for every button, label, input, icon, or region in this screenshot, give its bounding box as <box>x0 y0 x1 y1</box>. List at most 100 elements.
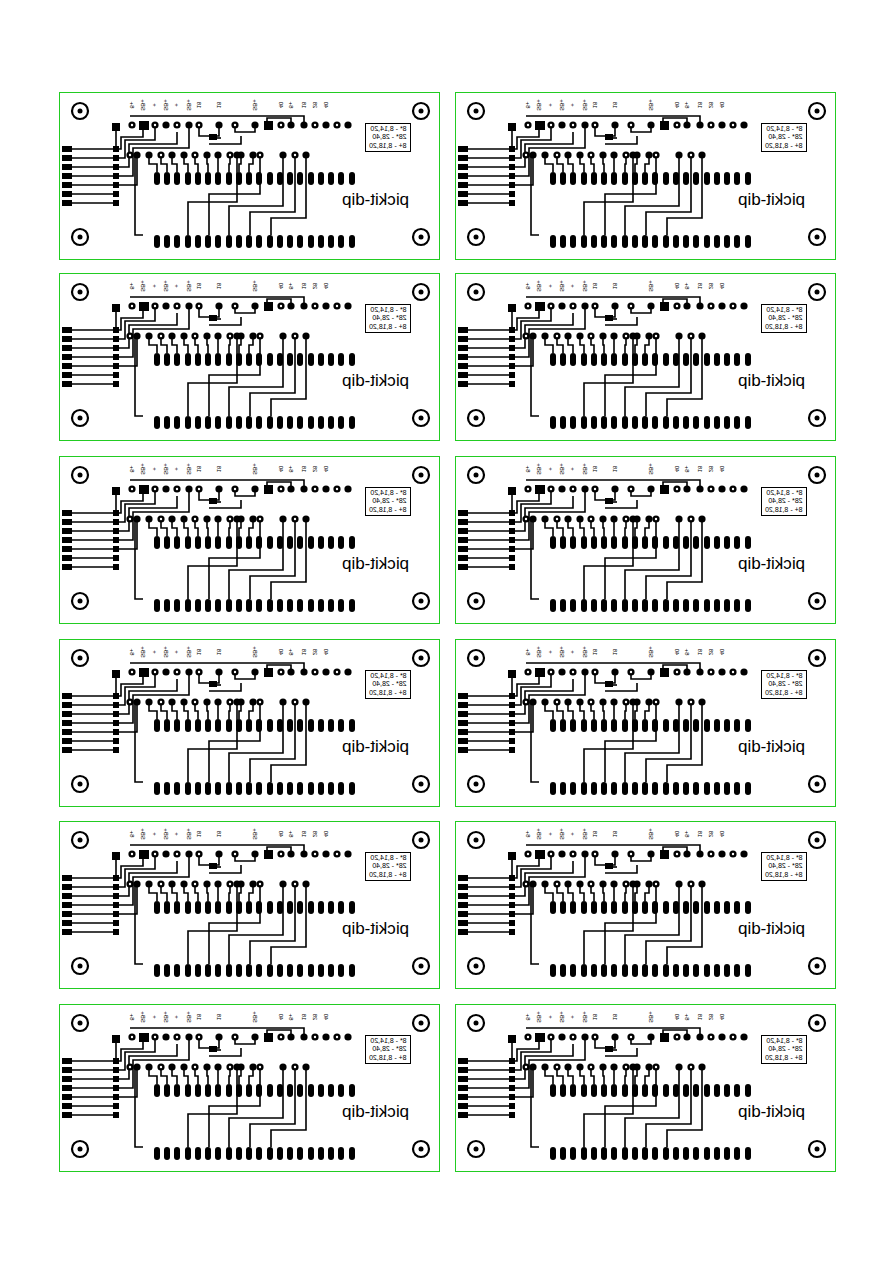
pin-label: + <box>152 284 158 288</box>
pin-label: 28 <box>312 283 318 290</box>
pin-label: SB+ <box>140 280 146 292</box>
pin-label: 8+ <box>684 102 690 109</box>
pin-label: 8+ <box>684 466 690 473</box>
info-box: 8* - 8,14,2028* - 28,408+ - 8,18,20 <box>365 487 411 516</box>
pin-label: 18 <box>216 466 222 473</box>
pin-label: SB+ <box>536 1011 542 1023</box>
pin-label: SB+ <box>648 646 654 658</box>
info-line: 8+ - 8,18,20 <box>765 689 803 697</box>
pin-label: + <box>548 103 554 107</box>
info-line: 8+ - 8,18,20 <box>369 142 407 150</box>
pin-label: 28 <box>312 649 318 656</box>
pin-label: SB+ <box>252 646 258 658</box>
pin-label: 18 <box>216 1014 222 1021</box>
pin-label: 18 <box>697 1014 703 1021</box>
pin-label: 40 <box>278 283 284 290</box>
pin-label: 18 <box>196 649 202 656</box>
pin-label: 18 <box>612 831 618 838</box>
info-line: 8+ - 8,18,20 <box>765 1054 803 1062</box>
info-line: 8* - 8,14,20 <box>765 854 803 862</box>
pin-label: 28 <box>312 1014 318 1021</box>
pin-label: 40 <box>278 102 284 109</box>
info-line: 8* - 8,14,20 <box>765 125 803 133</box>
pin-label: 18 <box>612 1014 618 1021</box>
board-title: pickit-dip <box>342 372 409 389</box>
pin-label: 8+ <box>288 283 294 290</box>
pin-label: 8+ <box>525 102 531 109</box>
pin-label: 18 <box>216 283 222 290</box>
pin-label: 40 <box>323 466 329 473</box>
pin-label: + <box>548 1015 554 1019</box>
pcb-board: pickit-dip8* - 8,14,2028* - 28,408+ - 8,… <box>59 639 440 807</box>
pin-label: + <box>548 832 554 836</box>
board-title: pickit-dip <box>342 191 409 208</box>
pin-label: 8+ <box>129 831 135 838</box>
pin-label: 18 <box>592 649 598 656</box>
info-line: 8* - 8,14,20 <box>369 672 407 680</box>
info-line: 28* - 28,40 <box>765 680 803 688</box>
pin-label: 18 <box>592 1014 598 1021</box>
pin-label: SB+ <box>536 280 542 292</box>
pin-label: 8+ <box>525 831 531 838</box>
info-line: 8+ - 8,18,20 <box>369 1054 407 1062</box>
info-line: 28* - 28,40 <box>369 862 407 870</box>
info-line: 28* - 28,40 <box>369 497 407 505</box>
pin-label: SB+ <box>252 828 258 840</box>
board-title: pickit-dip <box>342 1103 409 1120</box>
pin-label: + <box>174 284 180 288</box>
info-box: 8* - 8,14,2028* - 28,408+ - 8,18,20 <box>761 1035 807 1064</box>
pin-label: 40 <box>719 102 725 109</box>
pin-label: SB+ <box>163 1011 169 1023</box>
pin-label: 8+ <box>525 1014 531 1021</box>
pin-label: 8+ <box>684 283 690 290</box>
pin-label: SB+ <box>186 1011 192 1023</box>
pin-label: 28 <box>708 649 714 656</box>
pin-label: + <box>570 1015 576 1019</box>
pin-label: 40 <box>719 466 725 473</box>
pin-label: 18 <box>592 102 598 109</box>
pin-label: 18 <box>697 831 703 838</box>
pin-label: 18 <box>697 283 703 290</box>
pin-label: + <box>152 832 158 836</box>
info-line: 28* - 28,40 <box>369 680 407 688</box>
pcb-board: pickit-dip8* - 8,14,2028* - 28,408+ - 8,… <box>59 821 440 989</box>
pin-label: 40 <box>323 649 329 656</box>
pin-label: 18 <box>301 831 307 838</box>
pin-label: 18 <box>697 102 703 109</box>
pin-label: 8+ <box>288 649 294 656</box>
pin-label: SB+ <box>648 280 654 292</box>
pcb-board: pickit-dip 8* - 8,14,2028* - 28,408+ - 8,… <box>59 273 440 441</box>
info-box: 8* - 8,14,2028* - 28,408+ - 8,18,20 <box>365 1035 411 1064</box>
pin-label: SB+ <box>582 1011 588 1023</box>
pin-label: 8+ <box>684 649 690 656</box>
info-line: 8* - 8,14,20 <box>369 489 407 497</box>
info-box: 8* - 8,14,2028* - 28,408+ - 8,18,20 <box>365 304 411 333</box>
pin-label: SB+ <box>252 1011 258 1023</box>
pin-label: 18 <box>697 649 703 656</box>
pcb-board: pickit-dip 8* - 8,14,2028* - 28,408+ - 8,… <box>59 1004 440 1172</box>
pcb-board: pickit-dip8* - 8,14,2028* - 28,408+ - 8,… <box>455 1004 836 1172</box>
pcb-board: pickit-dip8* - 8,14,2028* - 28,408+ - 8,… <box>455 821 836 989</box>
pin-label: SB+ <box>582 828 588 840</box>
pin-label: + <box>548 467 554 471</box>
pin-label: + <box>152 650 158 654</box>
pin-label: SB+ <box>648 828 654 840</box>
info-line: 8+ - 8,18,20 <box>765 323 803 331</box>
pcb-board: pickit-dip8* - 8,14,2028* - 28,408+ - 8,… <box>59 92 440 260</box>
info-line: 28* - 28,40 <box>765 314 803 322</box>
pin-label: + <box>570 650 576 654</box>
pin-label: 8+ <box>129 283 135 290</box>
pin-label: SB+ <box>582 99 588 111</box>
pin-label: SB+ <box>536 646 542 658</box>
pin-label: + <box>570 467 576 471</box>
pin-label: 28 <box>312 466 318 473</box>
pin-label: SB+ <box>140 99 146 111</box>
pin-label: 28 <box>708 1014 714 1021</box>
pin-label: SB+ <box>163 828 169 840</box>
info-box: 8* - 8,14,2028* - 28,408+ - 8,18,20 <box>761 487 807 516</box>
pin-label: 40 <box>323 831 329 838</box>
info-line: 28* - 28,40 <box>765 1045 803 1053</box>
pin-label: 8+ <box>288 466 294 473</box>
pin-label: SB+ <box>536 828 542 840</box>
board-title: pickit-dip <box>342 555 409 572</box>
